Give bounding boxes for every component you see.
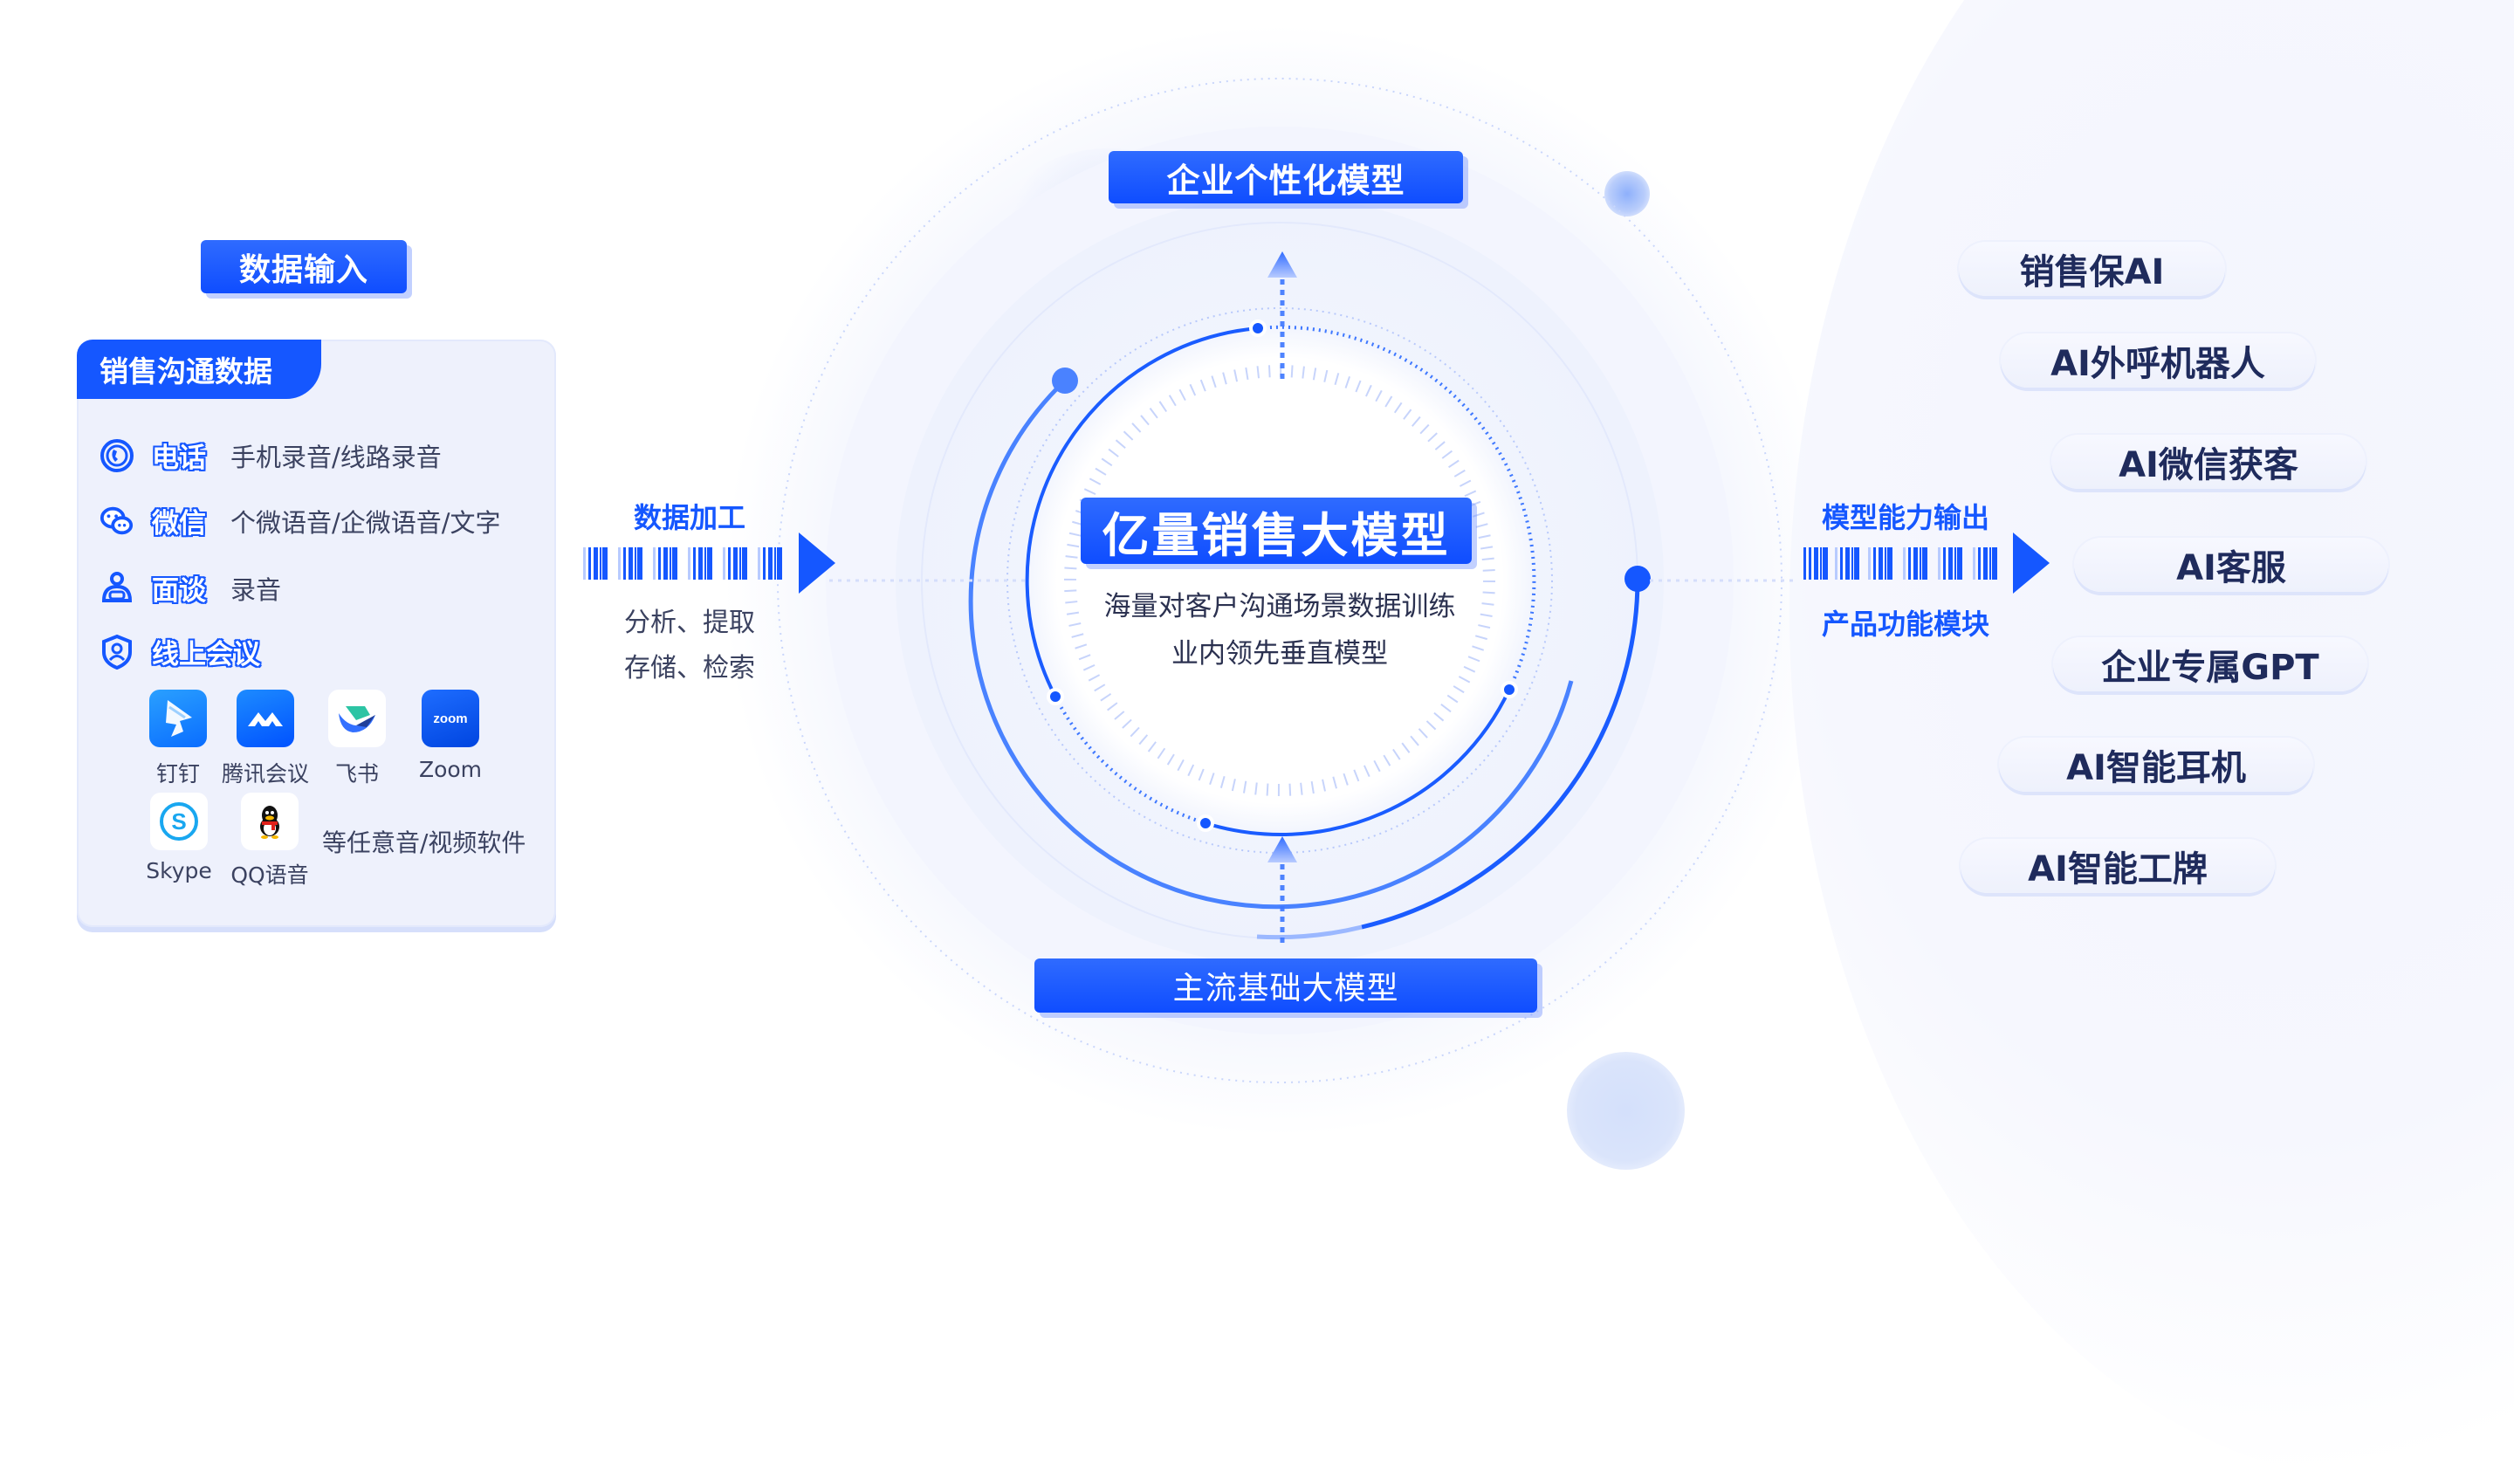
input-category-label: 线上会议 <box>152 639 260 670</box>
zoom-glyph: zoom <box>433 711 468 726</box>
input-category-label: 微信 <box>152 508 206 539</box>
center-desc-line: 海量对客户沟通场景数据训练 <box>1103 591 1456 622</box>
product-pill-sales-guard-ai[interactable]: 销售保AI <box>1959 242 2225 296</box>
input-category-desc: 手机录音/线路录音 <box>230 442 442 472</box>
processing-barcode <box>583 547 789 580</box>
phone-icon <box>100 438 134 473</box>
foundation-model-badge: 主流基础大模型 <box>1034 958 1537 1013</box>
feishu-icon <box>328 690 386 747</box>
input-category-label: 面谈 <box>152 575 206 607</box>
input-category-desc: 录音 <box>230 574 282 605</box>
processing-line: 存储、检索 <box>624 653 755 684</box>
model-ring-diagram <box>777 78 1798 1083</box>
center-desc-line: 业内领先垂直模型 <box>1171 638 1388 670</box>
apps-note: 等任意音/视频软件 <box>322 828 526 857</box>
center-model-desc: 海量对客户沟通场景数据训练 业内领先垂直模型 <box>1048 583 1512 677</box>
app-label: 腾讯会议 <box>221 761 309 787</box>
product-pill-ai-customer-service[interactable]: AI客服 <box>2074 538 2388 592</box>
wechat-icon <box>100 504 134 539</box>
output-subtitle: 产品功能模块 <box>1821 608 1989 641</box>
input-row-wechat: 微信 个微语音/企微语音/文字 <box>100 501 501 540</box>
online-meeting-icon <box>100 634 134 670</box>
skype-glyph: S <box>171 807 187 835</box>
processing-line: 分析、提取 <box>624 608 755 638</box>
input-category-desc: 个微语音/企微语音/文字 <box>230 507 501 538</box>
app-label: 钉钉 <box>155 761 200 787</box>
decor-bubble-bottom <box>1567 1052 1685 1170</box>
app-label: 飞书 <box>334 761 379 787</box>
tencent-meeting-icon <box>237 690 294 747</box>
skype-icon: S <box>150 793 208 850</box>
processing-desc: 分析、提取 存储、检索 <box>594 601 786 691</box>
input-category-label: 电话 <box>152 443 206 474</box>
decor-bubble-top-right <box>1604 171 1650 216</box>
app-label: Skype <box>146 858 212 883</box>
output-arrow-icon <box>2013 532 2050 594</box>
output-title: 模型能力输出 <box>1821 501 1989 534</box>
product-pill-ai-wechat-acquisition[interactable]: AI微信获客 <box>2051 435 2366 489</box>
data-input-badge: 数据输入 <box>201 240 407 293</box>
meeting-person-icon <box>100 571 134 606</box>
zoom-icon: zoom <box>422 690 479 747</box>
app-label: QQ语音 <box>230 862 309 888</box>
app-label: Zoom <box>418 757 483 782</box>
card-title: 销售沟通数据 <box>77 340 321 399</box>
output-barcode <box>1803 547 2009 580</box>
input-row-phone: 电话 手机录音/线路录音 <box>100 436 442 475</box>
input-row-online-meeting: 线上会议 <box>100 632 285 671</box>
dingtalk-icon <box>149 690 207 747</box>
input-row-face-to-face: 面谈 录音 <box>100 568 281 608</box>
product-pill-enterprise-gpt[interactable]: 企业专属GPT <box>2053 637 2367 691</box>
enterprise-model-badge: 企业个性化模型 <box>1109 151 1463 203</box>
processing-arrow-icon <box>799 532 835 594</box>
product-pill-ai-smart-earphone[interactable]: AI智能耳机 <box>1999 738 2313 792</box>
product-pill-ai-outbound-robot[interactable]: AI外呼机器人 <box>2001 333 2315 388</box>
processing-title: 数据加工 <box>633 501 745 534</box>
qq-icon <box>241 793 299 850</box>
center-model-title: 亿量销售大模型 <box>1081 498 1472 564</box>
sales-communication-card: 销售沟通数据 电话 手机录音/线路录音 微信 个微语音/企微语音/文字 面谈 录… <box>77 340 556 927</box>
product-pill-ai-smart-badge[interactable]: AI智能工牌 <box>1961 839 2275 893</box>
